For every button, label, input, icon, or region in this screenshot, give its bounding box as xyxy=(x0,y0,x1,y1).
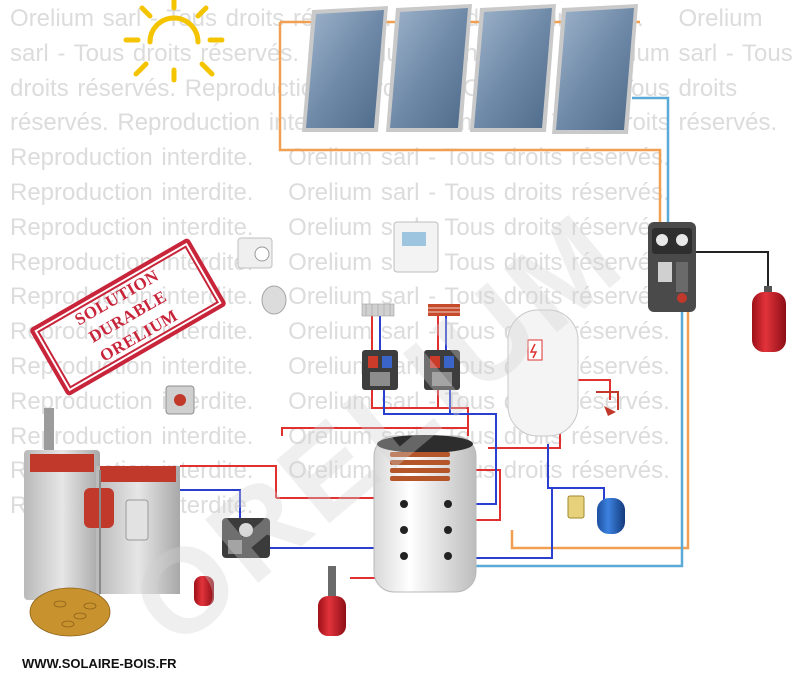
circulator-group xyxy=(424,350,460,390)
pellet-boiler xyxy=(24,408,180,600)
thermostat xyxy=(238,238,272,268)
sanitary-expansion-vessel xyxy=(597,498,625,534)
solar-pump-station xyxy=(648,222,696,312)
expansion-vessel xyxy=(752,286,786,352)
solar-panel xyxy=(552,4,638,134)
sun-icon xyxy=(126,0,222,80)
safety-group xyxy=(568,496,584,518)
floor-heating-manifold xyxy=(428,304,460,316)
boiler-expansion-vessel xyxy=(194,576,214,606)
room-sensor xyxy=(262,286,286,314)
radiator xyxy=(362,304,394,316)
solar-panel xyxy=(302,6,388,132)
shower-head xyxy=(596,392,618,416)
vessel-link-pipe xyxy=(696,252,768,292)
solar-panel xyxy=(386,4,472,132)
pellets xyxy=(30,588,110,636)
solar-panel xyxy=(470,4,556,132)
circulator-group xyxy=(362,350,398,390)
mixing-valve xyxy=(166,386,194,414)
loading-unit xyxy=(222,518,270,558)
website-url: WWW.SOLAIRE-BOIS.FR xyxy=(22,656,177,671)
solar-panels xyxy=(302,4,638,134)
electric-water-heater xyxy=(508,310,578,436)
buffer-tank xyxy=(374,435,476,592)
control-unit xyxy=(394,222,438,272)
expansion-vessel xyxy=(318,566,346,636)
